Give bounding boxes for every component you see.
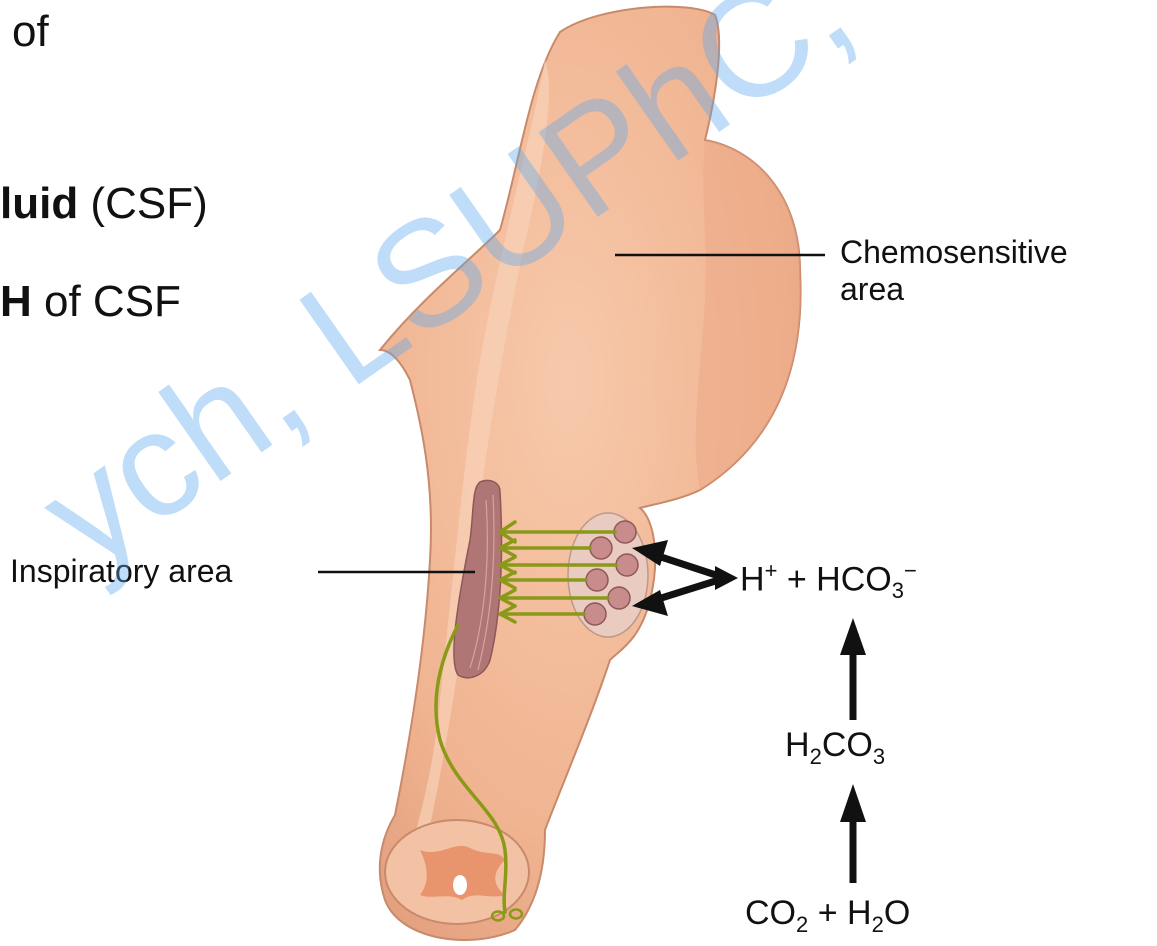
neuron-5 <box>608 587 630 609</box>
neuron-4 <box>586 569 608 591</box>
reaction-arrow-2-head <box>840 784 866 822</box>
ion-equation: H+ + HCO3− <box>740 560 917 602</box>
hydrogen-ion-charge: + <box>765 558 778 583</box>
chemosensitive-label-line-2: area <box>840 271 1068 308</box>
reactants: CO2 + H2O <box>745 896 910 936</box>
bicarbonate-subscript: 3 <box>892 578 904 603</box>
neuron-1 <box>614 521 636 543</box>
inspiratory-area-label: Inspiratory area <box>10 553 232 590</box>
chemosensitive-area-label: Chemosensitive area <box>840 234 1068 308</box>
bicarbonate-charge: − <box>904 558 917 583</box>
ion-arrows <box>655 555 725 600</box>
neuron-2 <box>590 537 612 559</box>
neuron-3 <box>616 554 638 576</box>
chemosensitive-label-line-1: Chemosensitive <box>840 234 1068 271</box>
bulge-shading <box>696 140 801 490</box>
central-canal <box>453 875 467 895</box>
brainstem-body <box>380 7 801 940</box>
ion-plus: + <box>777 560 816 598</box>
hydrogen-ion: H <box>740 560 765 598</box>
reaction-arrow-1-head <box>840 618 866 655</box>
bicarbonate: HCO <box>816 560 892 598</box>
neuron-6 <box>584 603 606 625</box>
carbonic-acid: H2CO3 <box>785 728 885 768</box>
arrowhead-source <box>715 566 738 590</box>
